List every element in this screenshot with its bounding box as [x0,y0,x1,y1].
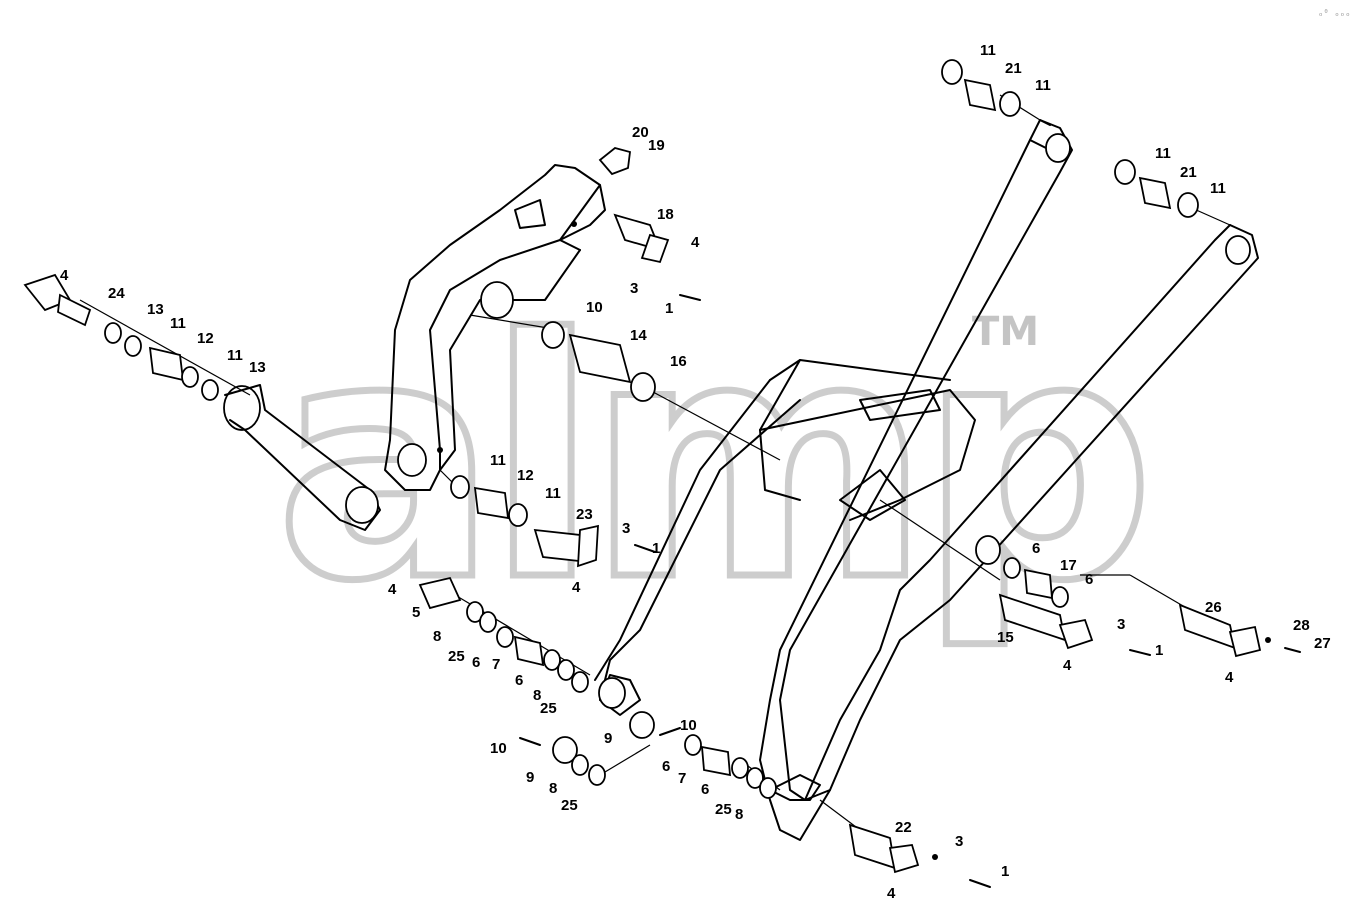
callout-6: 6 [701,781,709,798]
callout-6: 6 [1085,571,1093,588]
callout-7: 7 [492,656,500,673]
callout-11: 11 [545,485,561,502]
callout-4: 4 [60,267,69,284]
callout-11: 11 [170,315,186,332]
callout-3: 3 [955,833,963,850]
callout-3: 3 [1117,616,1125,633]
callout-4: 4 [388,581,397,598]
callout-18: 18 [657,206,674,223]
callout-16: 16 [670,353,687,370]
callout-26: 26 [1205,599,1222,616]
corner-mark: ₒ⁰ ₒₒₒ [1318,9,1351,19]
callout-6: 6 [472,654,480,671]
callout-10: 10 [680,717,697,734]
callout-10: 10 [490,740,507,757]
callout-8: 8 [549,780,557,797]
parts [23,59,1301,888]
callout-25: 25 [715,801,732,818]
callout-24: 24 [108,285,125,302]
callout-11: 11 [490,452,506,469]
callout-11: 11 [980,42,996,59]
callout-21: 21 [1180,164,1197,181]
callout-13: 13 [147,301,164,318]
callout-17: 17 [1060,557,1077,574]
callout-9: 9 [526,769,534,786]
callout-14: 14 [630,327,647,344]
callout-3: 3 [630,280,638,297]
callout-12: 12 [197,330,214,347]
callout-11: 11 [1035,77,1051,94]
callout-11: 11 [1210,180,1226,197]
callout-11: 11 [1155,145,1171,162]
callout-9: 9 [604,730,612,747]
callout-8: 8 [433,628,441,645]
callout-10: 10 [586,299,603,316]
callout-28: 28 [1293,617,1310,634]
callout-8: 8 [533,687,541,704]
callout-4: 4 [1225,669,1234,686]
callout-4: 4 [691,234,700,251]
callout-19: 19 [648,137,665,154]
callout-12: 12 [517,467,534,484]
callout-1: 1 [665,300,673,317]
callout-25: 25 [448,648,465,665]
callout-27: 27 [1314,635,1331,652]
right-boom-arm [759,119,1259,841]
callout-1: 1 [1155,642,1163,659]
callout-7: 7 [678,770,686,787]
callout-21: 21 [1005,60,1022,77]
watermark-trademark: TM [972,309,1039,355]
callout-6: 6 [515,672,523,689]
callout-8: 8 [735,806,743,823]
callout-23: 23 [576,506,593,523]
callout-3: 3 [622,520,630,537]
tilt-link-rod [223,384,381,531]
callout-5: 5 [412,604,420,621]
callout-11: 11 [227,347,243,364]
callout-4: 4 [1063,657,1072,674]
callout-15: 15 [997,629,1014,646]
callout-25: 25 [561,797,578,814]
callout-6: 6 [662,758,670,775]
callout-4: 4 [887,885,896,902]
boom-bottom-cross [599,674,821,801]
callout-labels: 11 21 11 11 21 11 20 19 18 4 3 1 10 14 1… [60,42,1331,902]
callout-22: 22 [895,819,912,836]
callout-4: 4 [572,579,581,596]
callout-1: 1 [652,540,660,557]
callout-1: 1 [1001,863,1009,880]
callout-25: 25 [540,700,557,717]
left-boom-arm [384,164,801,701]
callout-13: 13 [249,359,266,376]
callout-6: 6 [1032,540,1040,557]
callout-20: 20 [632,124,649,141]
